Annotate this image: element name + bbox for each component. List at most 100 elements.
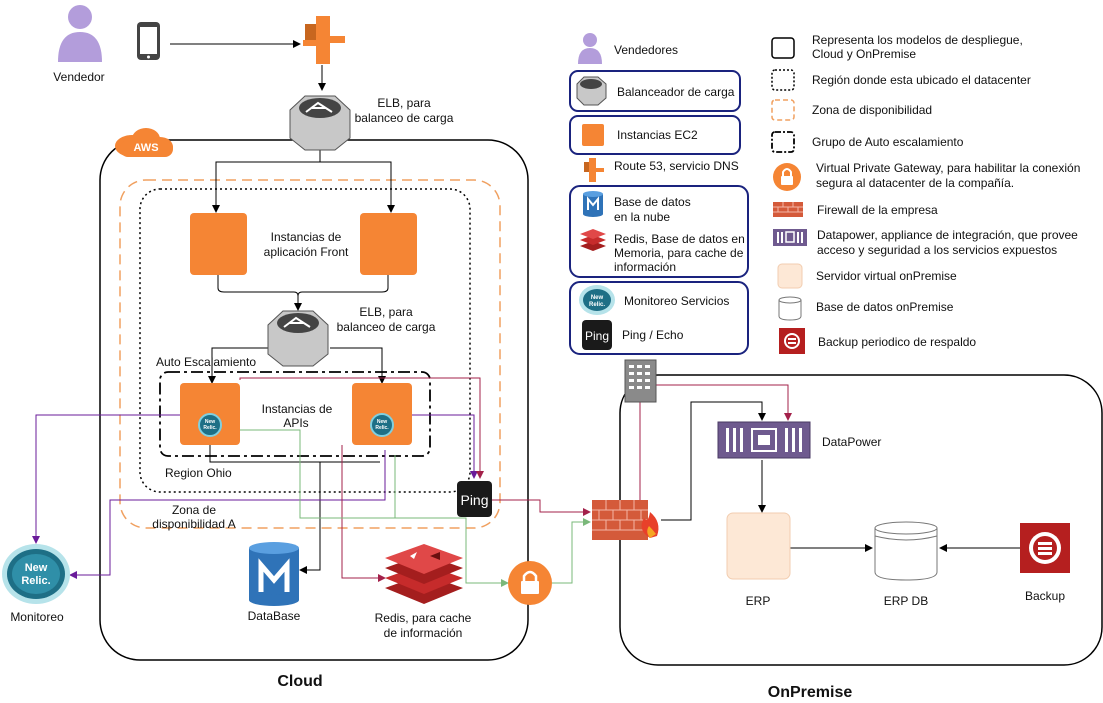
- legend-datapower-icon: [773, 229, 807, 246]
- region-label: Region Ohio: [165, 466, 232, 480]
- ping-icon: Ping: [457, 481, 492, 517]
- legend-firewall-label: Firewall de la empresa: [817, 203, 938, 217]
- auto-scaling-label: Auto Escalamiento: [156, 355, 256, 369]
- black-connectors: [170, 40, 1020, 574]
- legend-servidor-label: Servidor virtual onPremise: [816, 269, 957, 283]
- vendedor-person-icon: [58, 5, 102, 62]
- legend-elb-icon: [576, 76, 607, 106]
- legend-vpg-label-1: Virtual Private Gateway, para habilitar …: [816, 161, 1080, 175]
- legend-grupo-icon: [771, 131, 795, 153]
- onpremise-boundary: [619, 374, 1103, 666]
- legend-box-instancias: [569, 115, 741, 155]
- region-box: [139, 188, 471, 493]
- api-2-newrelic-text-1: New: [377, 419, 387, 425]
- api-2-newrelic-text-2: Relic.: [375, 425, 389, 431]
- vendedor-label: Vendedor: [53, 70, 104, 84]
- elb-top-label-1: ELB, para: [377, 96, 431, 110]
- legend-vpg-label-2: segura al datacenter de la compañía.: [816, 176, 1014, 190]
- legend-region-icon: [771, 69, 795, 91]
- legend-route53-label: Route 53, servicio DNS: [614, 159, 739, 173]
- legend-bd-onpremise-label: Base de datos onPremise: [816, 300, 954, 314]
- erp-server: [726, 512, 791, 580]
- legend-bd-onpremise-icon: [778, 296, 802, 321]
- legend-db-icon: [583, 191, 603, 217]
- legend-redis-label-2: Memoria, para cache de: [614, 246, 744, 260]
- availability-zone-box: [119, 179, 501, 529]
- legend-ping-label: Ping / Echo: [622, 328, 684, 342]
- cloud-title: Cloud: [277, 673, 322, 690]
- elb-top-icon: [289, 95, 351, 151]
- legend-box-databases: [569, 185, 749, 278]
- aws-cloud-icon: AWS: [115, 128, 173, 157]
- legend-balanceador-label: Balanceador de carga: [617, 85, 735, 99]
- ping-connectors: [239, 377, 792, 582]
- erp-db-icon: [874, 521, 938, 581]
- ping-icon-text: Ping: [460, 492, 488, 508]
- legend-db-label-1: Base de datos: [614, 195, 691, 209]
- legend-firewall-icon: [773, 202, 803, 217]
- firewall-icon: [592, 500, 659, 540]
- legend-box-monitoring: [569, 281, 749, 355]
- api-1-newrelic-text-1: New: [205, 419, 215, 425]
- legend-modelos-label-1: Representa los modelos de despliegue,: [812, 33, 1023, 47]
- legend-monitoreo-label: Monitoreo Servicios: [624, 294, 729, 308]
- legend-backup-label: Backup periodico de respaldo: [818, 335, 976, 349]
- api-instances-label-2: APIs: [283, 416, 308, 430]
- newrelic-monitor-text-1: New: [25, 562, 48, 574]
- monitoreo-label: Monitoreo: [10, 610, 64, 624]
- monitoring-connectors: [32, 414, 478, 579]
- legend-redis-label-3: información: [614, 260, 676, 274]
- legend-vendedores-label: Vendedores: [614, 43, 678, 57]
- database-label: DataBase: [248, 609, 301, 623]
- elb-mid-icon: [267, 310, 329, 367]
- redis-icon: [385, 544, 463, 604]
- datacenter-server-rack-icon: [624, 359, 657, 403]
- legend-ping-icon: Ping: [582, 320, 612, 350]
- zone-label-2: disponibilidad A: [152, 517, 235, 531]
- elb-mid-label-1: ELB, para: [359, 305, 413, 319]
- front-instances-label-1: Instancias de: [271, 230, 342, 244]
- legend-newrelic-text-2: Relic.: [589, 302, 605, 308]
- virtual-private-gateway-icon: [508, 561, 552, 605]
- vpn-connectors: [240, 429, 591, 587]
- legend-ping-icon-text: Ping: [585, 329, 609, 343]
- database-icon: [249, 542, 299, 606]
- legend-route53-icon: [584, 158, 604, 182]
- route53-icon: [303, 16, 345, 64]
- api-instance-1: New Relic.: [180, 383, 240, 445]
- legend-vendedores-icon: [578, 33, 602, 64]
- zone-label-1: Zona de: [172, 503, 216, 517]
- redis-label-1: Redis, para cache: [375, 611, 472, 625]
- legend-modelos-icon: [771, 37, 795, 59]
- datapower-icon: [717, 421, 811, 459]
- redis-label-2: de información: [384, 626, 463, 640]
- legend-ec2-label: Instancias EC2: [617, 128, 698, 142]
- legend-servidor-icon: [777, 263, 803, 289]
- onpremise-title: OnPremise: [768, 684, 853, 701]
- front-instance-2: [360, 213, 417, 275]
- legend-modelos-label-2: Cloud y OnPremise: [812, 47, 916, 61]
- legend-grupo-label: Grupo de Auto escalamiento: [812, 135, 964, 149]
- front-instance-1: [190, 213, 247, 275]
- legend-backup-icon: [779, 328, 805, 354]
- mobile-phone-icon: [137, 22, 160, 60]
- newrelic-monitor-icon: New Relic.: [2, 544, 70, 604]
- datapower-label: DataPower: [822, 435, 881, 449]
- legend-datapower-label-1: Datapower, appliance de integración, que…: [817, 228, 1078, 242]
- legend-zona-icon: [771, 99, 795, 121]
- legend-db-label-2: en la nube: [614, 210, 670, 224]
- backup-icon: [1020, 523, 1070, 573]
- legend-datapower-label-2: acceso y seguridad a los servicios expue…: [817, 243, 1057, 257]
- erp-label: ERP: [746, 594, 771, 608]
- legend-vpg-icon: [773, 163, 801, 191]
- api-instance-2: New Relic.: [352, 383, 412, 445]
- newrelic-monitor-text-2: Relic.: [21, 575, 50, 587]
- erp-db-label: ERP DB: [884, 594, 928, 608]
- legend-newrelic-icon: New Relic.: [579, 285, 615, 315]
- legend-redis-label-1: Redis, Base de datos en: [614, 232, 745, 246]
- cloud-boundary: [99, 139, 529, 661]
- api-1-newrelic-text-2: Relic.: [203, 425, 217, 431]
- elb-mid-label-2: balanceo de carga: [337, 320, 436, 334]
- legend-newrelic-text-1: New: [591, 295, 604, 301]
